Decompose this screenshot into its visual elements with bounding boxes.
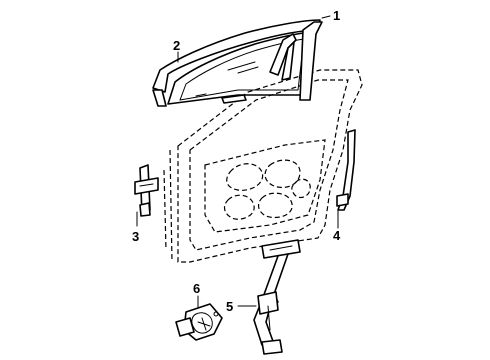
rear-glass-guide — [336, 129, 356, 211]
window-regulator — [253, 239, 301, 355]
glass-run-channel — [269, 21, 323, 101]
callout-3: 3 — [132, 229, 139, 244]
callout-4: 4 — [333, 228, 341, 243]
callout-1: 1 — [333, 8, 340, 23]
callout-6: 6 — [193, 281, 200, 296]
door-glass — [152, 19, 321, 107]
regulator-motor — [175, 303, 223, 341]
door-inner-panel — [204, 139, 326, 233]
callout-2: 2 — [173, 38, 180, 53]
callout-5: 5 — [226, 299, 233, 314]
front-glass-guide — [134, 164, 159, 217]
leader-lines — [136, 15, 339, 309]
door-outline — [163, 69, 363, 263]
